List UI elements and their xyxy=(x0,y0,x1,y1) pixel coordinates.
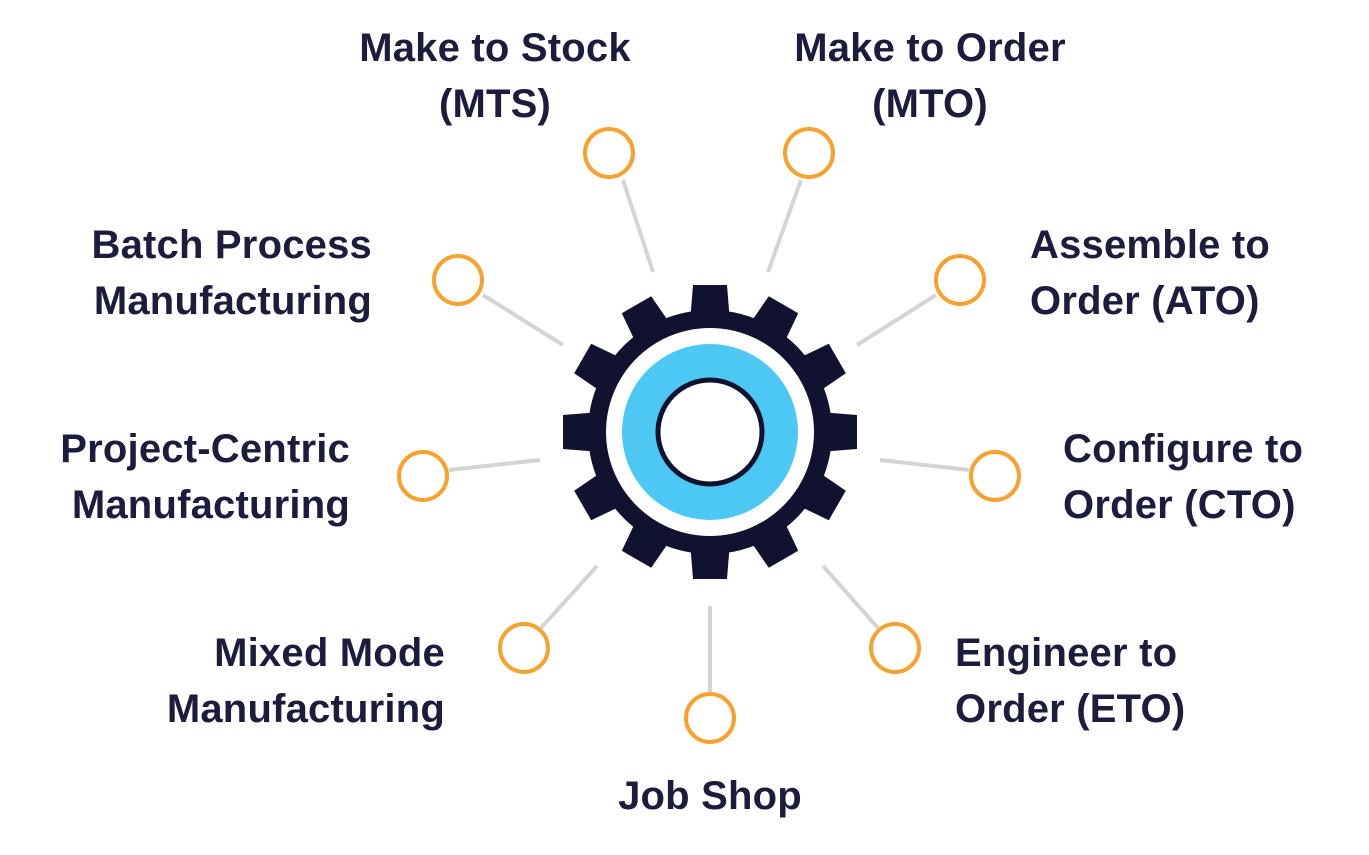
node-circle xyxy=(432,254,484,306)
label-line: Order (CTO) xyxy=(1063,483,1296,527)
connector-line xyxy=(481,293,565,347)
node-circle xyxy=(498,622,550,674)
gear-icon xyxy=(563,285,857,579)
connector-line xyxy=(539,564,599,630)
node-circle xyxy=(583,127,635,179)
label-line: Job Shop xyxy=(618,774,802,818)
label-configure-to-order: Configure to Order (CTO) xyxy=(1063,421,1363,533)
node-circle xyxy=(869,622,921,674)
node-circle xyxy=(684,692,736,744)
connector-line xyxy=(766,179,803,273)
label-line: (MTS) xyxy=(438,82,552,126)
label-batch-process-manufacturing: Batch Process Manufacturing xyxy=(40,217,372,329)
label-engineer-to-order: Engineer to Order (ETO) xyxy=(955,625,1255,737)
label-line: Manufacturing xyxy=(166,687,445,731)
label-line: Configure to xyxy=(1063,427,1304,471)
label-job-shop: Job Shop xyxy=(560,768,860,824)
node-circle xyxy=(783,127,835,179)
label-project-centric-manufacturing: Project-Centric Manufacturing xyxy=(20,421,350,533)
label-line: Order (ETO) xyxy=(955,687,1186,731)
gear-hole xyxy=(655,377,765,487)
label-line: Make to Stock xyxy=(359,26,631,70)
label-make-to-stock: Make to Stock (MTS) xyxy=(330,20,660,132)
node-circle xyxy=(969,450,1021,502)
label-make-to-order: Make to Order (MTO) xyxy=(760,20,1100,132)
label-line: Mixed Mode xyxy=(214,631,445,675)
label-line: Batch Process xyxy=(91,223,372,267)
label-line: Make to Order xyxy=(794,26,1066,70)
label-line: Engineer to xyxy=(955,631,1178,675)
connector-line xyxy=(621,179,655,273)
connector-line xyxy=(448,458,541,472)
node-circle xyxy=(934,254,986,306)
node-circle xyxy=(397,450,449,502)
label-line: Order (ATO) xyxy=(1030,279,1260,323)
connector-line xyxy=(821,564,880,630)
label-line: Assemble to xyxy=(1030,223,1271,267)
connector-line xyxy=(879,458,970,472)
label-line: Manufacturing xyxy=(71,483,350,527)
label-line: Project-Centric xyxy=(60,427,350,471)
label-mixed-mode-manufacturing: Mixed Mode Manufacturing xyxy=(110,625,445,737)
label-assemble-to-order: Assemble to Order (ATO) xyxy=(1030,217,1330,329)
label-line: (MTO) xyxy=(872,82,988,126)
nodes xyxy=(397,127,1021,744)
label-line: Manufacturing xyxy=(93,279,372,323)
connector-line xyxy=(855,293,938,347)
connectors xyxy=(448,179,970,692)
